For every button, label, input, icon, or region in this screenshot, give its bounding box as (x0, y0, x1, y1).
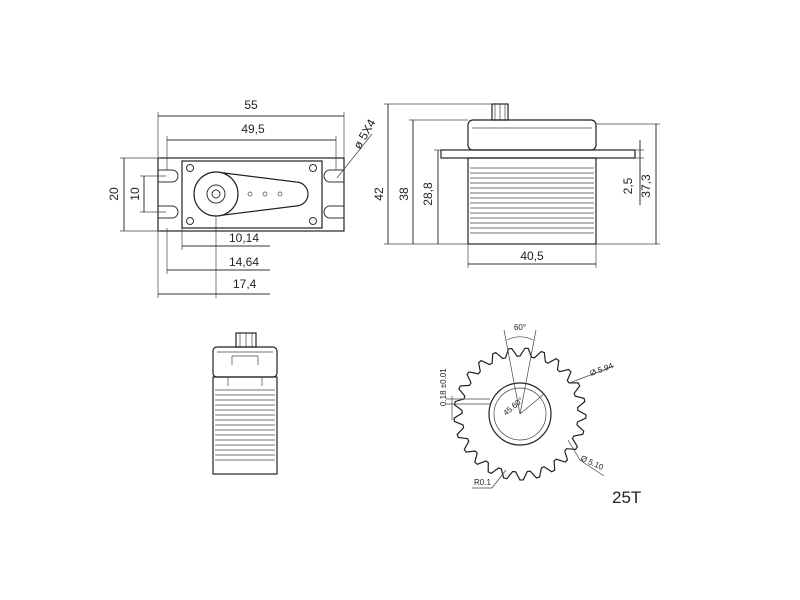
hole-leader-line (336, 133, 373, 179)
gear-bore (488, 382, 552, 446)
dim-label-2-5: 2,5 (621, 177, 635, 194)
teeth-count-label: 25T (612, 488, 641, 507)
end-view-case-body (212, 376, 278, 475)
root-dia-leader (567, 439, 605, 477)
dim-label-angle-60: 60° (514, 323, 526, 332)
servo-horn (215, 171, 309, 217)
dim-label-49-5: 49,5 (241, 122, 265, 136)
output-shaft-housing (193, 171, 239, 217)
dim-label-10-14: 10,14 (229, 231, 259, 245)
screw-hole (309, 217, 317, 225)
horn-hole (277, 191, 283, 197)
cooling-fins (470, 167, 594, 234)
end-view-cooling-fins (215, 389, 275, 461)
spline-gear-outline (453, 347, 587, 481)
side-view: 42 38 28,8 2,5 37,3 40,5 (372, 103, 660, 268)
mounting-slot-top-left (158, 169, 179, 183)
horn-hole (262, 191, 268, 197)
radius-leader (472, 469, 507, 489)
dim-label-40-5: 40,5 (520, 249, 544, 263)
output-shaft (206, 184, 226, 204)
horn-hole (247, 191, 253, 197)
servo-top-case (467, 119, 597, 151)
mounting-slot-bottom-right (323, 205, 344, 219)
dim-label-17-4: 17,4 (233, 277, 257, 291)
dim-label-tooth: 0.18 ±0.01 (439, 368, 448, 406)
dim-label-20: 20 (107, 187, 121, 201)
angle-line-right (519, 329, 537, 415)
inner-angle-line (519, 393, 545, 415)
shaft-screw (211, 189, 221, 199)
dim-label-10: 10 (128, 187, 142, 201)
screw-hole (309, 164, 317, 172)
dim-label-outer-dia: Ø 5.94 (589, 361, 615, 378)
dim-label-42: 42 (372, 187, 386, 201)
end-view-top-case (212, 346, 278, 378)
mounting-flange (157, 157, 345, 232)
screw-hole (186, 164, 194, 172)
side-mounting-flange (440, 149, 636, 159)
end-view (212, 332, 278, 475)
dim-label-radius: R0.1 (474, 478, 491, 487)
dim-label-hole: ø 5X4 (350, 116, 378, 151)
screw-hole (186, 217, 194, 225)
dim-label-28-8: 28,8 (421, 182, 435, 206)
mounting-slot-bottom-left (158, 205, 179, 219)
angle-arc-60 (506, 336, 534, 341)
dim-label-55: 55 (244, 98, 258, 112)
dim-label-38: 38 (397, 187, 411, 201)
mounting-slot-top-right (323, 169, 344, 183)
gear-view: 60° 45.60° 0.18 ±0.01 Ø 5.94 Ø 5.10 R0.1… (439, 323, 641, 507)
dim-label-37-3: 37,3 (639, 174, 653, 198)
dim-label-14-64: 14,64 (229, 255, 259, 269)
top-view: 55 49,5 ø 5X4 20 10 10,14 14,64 17,4 (107, 98, 379, 298)
servo-body-outline (181, 160, 323, 229)
angle-line-left (503, 329, 521, 415)
servo-case-body (467, 157, 597, 245)
gear-bore-inner (493, 387, 547, 441)
dim-label-root-dia: Ø 5.10 (579, 454, 605, 473)
outer-dia-leader (571, 365, 615, 383)
